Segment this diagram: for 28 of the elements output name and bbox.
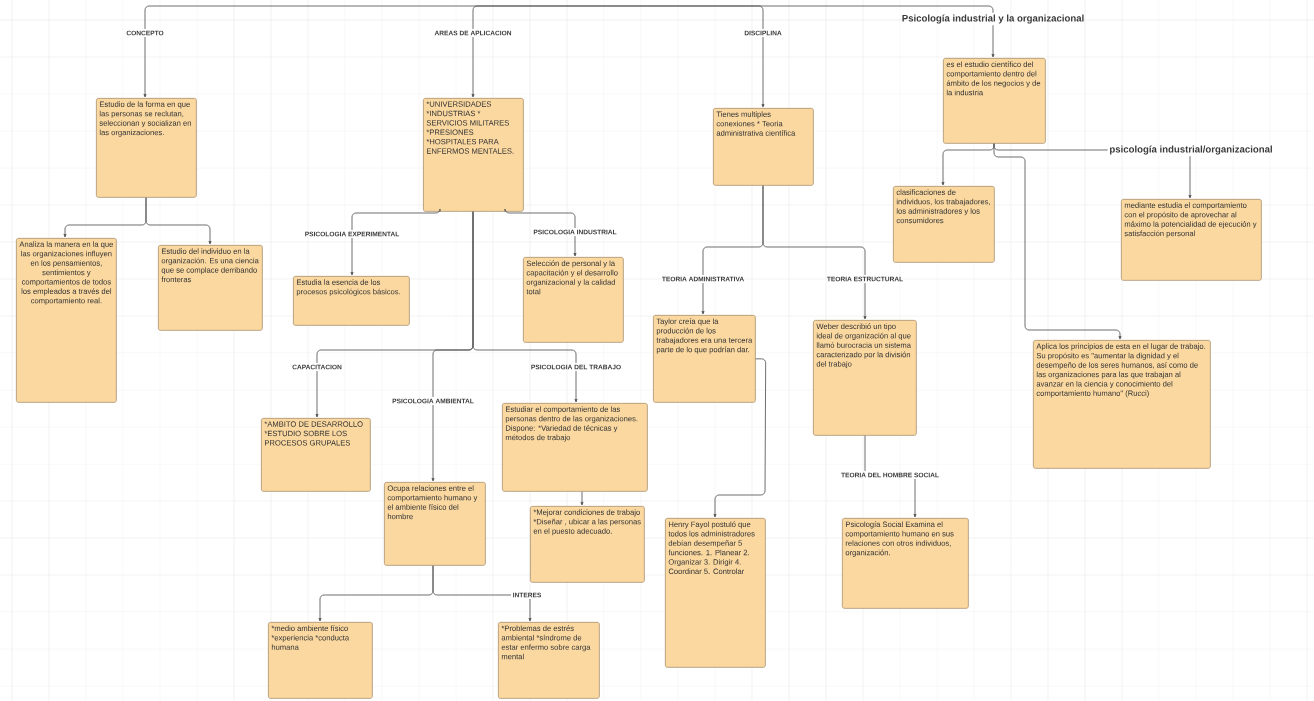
arrow	[145, 197, 212, 245]
connector-line	[432, 565, 512, 596]
arrow	[528, 598, 532, 622]
arrow	[431, 404, 435, 482]
arrow	[574, 370, 578, 403]
arrow	[991, 24, 995, 58]
arrow	[1188, 155, 1192, 199]
arrow	[471, 36, 475, 98]
connector-line	[864, 435, 866, 472]
connector-line	[762, 185, 866, 276]
arrow	[701, 282, 705, 315]
heading: psicología industrial/organizacional	[1110, 145, 1272, 155]
connector-line	[599, 5, 994, 14]
arrow	[761, 36, 765, 108]
heading: Psicología industrial y la organizacional	[902, 14, 1084, 24]
arrow	[713, 358, 767, 518]
arrow	[913, 478, 917, 518]
arrow	[993, 143, 1122, 340]
arrow	[143, 36, 147, 98]
arrow	[315, 370, 319, 418]
arrow	[350, 237, 354, 276]
connector-line	[351, 208, 441, 231]
connector-line	[472, 211, 577, 364]
connector-line	[504, 208, 576, 229]
connector-line	[472, 5, 601, 30]
arrow	[580, 491, 584, 506]
arrow	[863, 282, 867, 320]
arrow	[573, 235, 577, 257]
